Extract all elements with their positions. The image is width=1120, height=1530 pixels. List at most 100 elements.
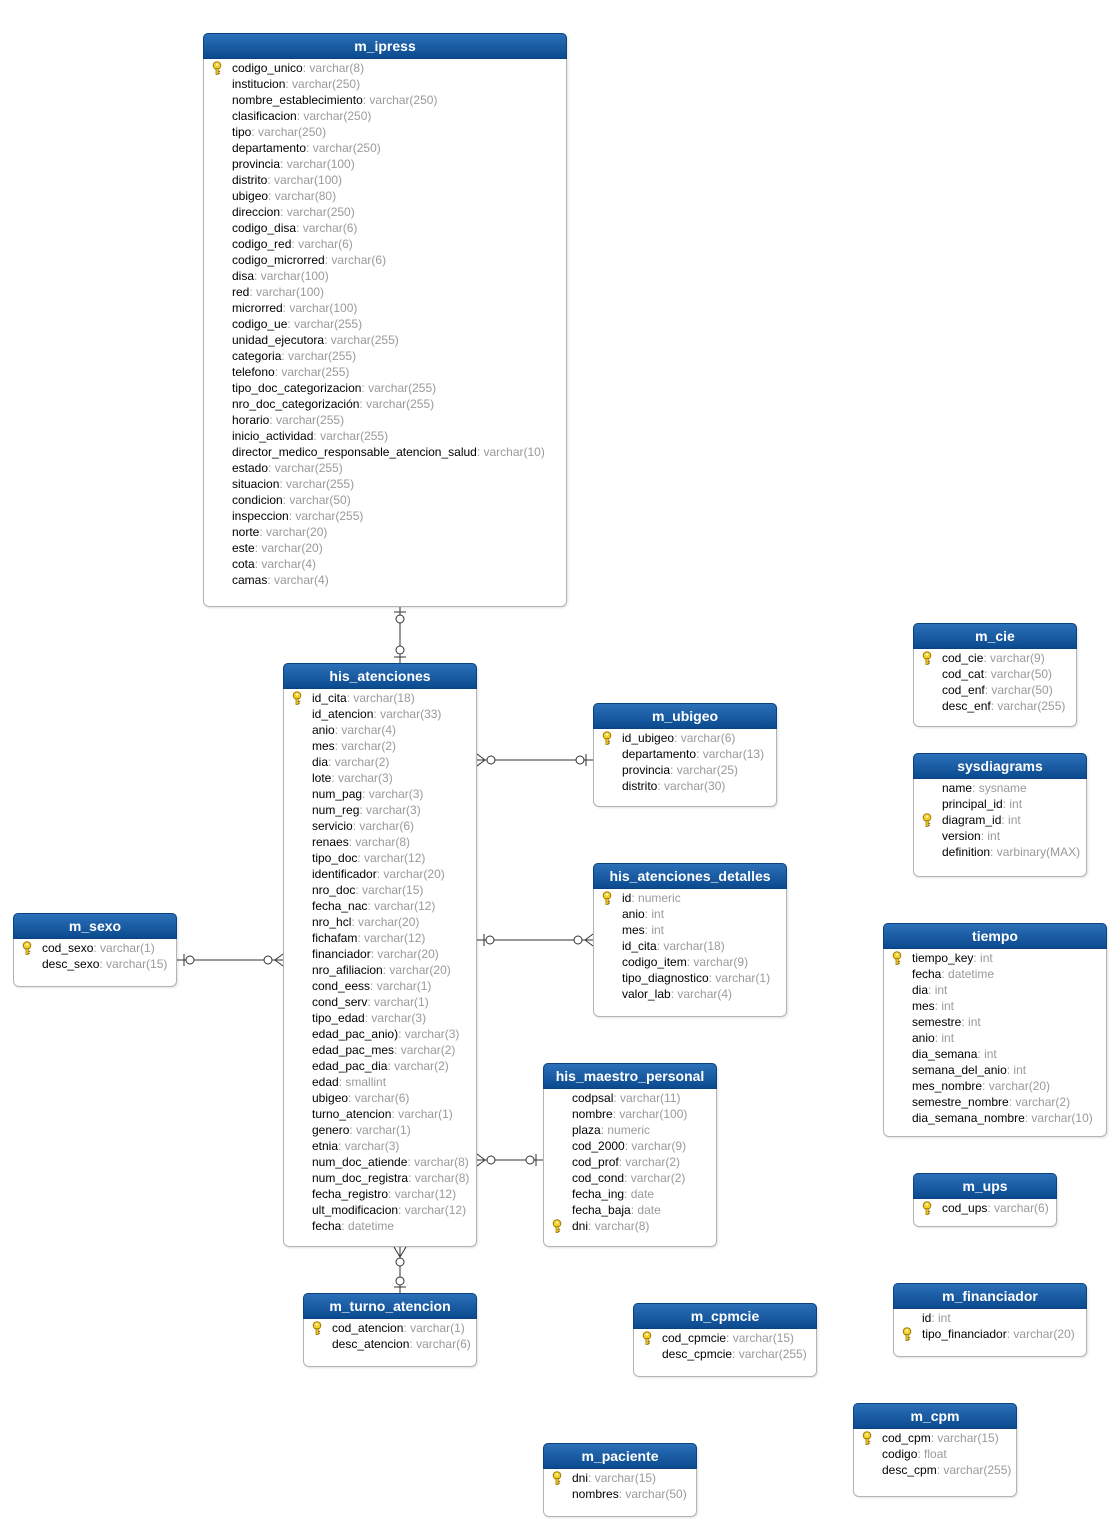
- column-row[interactable]: valor_lab: varchar(4): [594, 986, 786, 1002]
- column-row[interactable]: dia: varchar(2): [284, 754, 476, 770]
- column-row[interactable]: director_medico_responsable_atencion_sal…: [204, 444, 566, 460]
- column-row[interactable]: cond_eess: varchar(1): [284, 978, 476, 994]
- column-row[interactable]: fecha_baja: date: [544, 1202, 716, 1218]
- column-row[interactable]: cod_prof: varchar(2): [544, 1154, 716, 1170]
- column-row[interactable]: semestre_nombre: varchar(2): [884, 1094, 1106, 1110]
- table-title[interactable]: m_cie: [913, 623, 1077, 649]
- table-title[interactable]: m_ups: [913, 1173, 1057, 1199]
- column-row[interactable]: semana_del_anio: int: [884, 1062, 1106, 1078]
- column-row[interactable]: dia_semana_nombre: varchar(10): [884, 1110, 1106, 1126]
- column-row[interactable]: renaes: varchar(8): [284, 834, 476, 850]
- column-row[interactable]: codigo_ue: varchar(255): [204, 316, 566, 332]
- column-row[interactable]: cod_2000: varchar(9): [544, 1138, 716, 1154]
- column-row[interactable]: edad_pac_mes: varchar(2): [284, 1042, 476, 1058]
- column-row[interactable]: disa: varchar(100): [204, 268, 566, 284]
- column-row[interactable]: desc_cpm: varchar(255): [854, 1462, 1016, 1478]
- column-row[interactable]: departamento: varchar(13): [594, 746, 776, 762]
- column-row[interactable]: tipo_financiador: varchar(20): [894, 1326, 1086, 1342]
- column-row[interactable]: cod_sexo: varchar(1): [14, 940, 176, 956]
- column-row[interactable]: estado: varchar(255): [204, 460, 566, 476]
- column-row[interactable]: microrred: varchar(100): [204, 300, 566, 316]
- table-title[interactable]: his_maestro_personal: [543, 1063, 717, 1089]
- column-row[interactable]: desc_cpmcie: varchar(255): [634, 1346, 816, 1362]
- column-row[interactable]: distrito: varchar(30): [594, 778, 776, 794]
- table-title[interactable]: m_ipress: [203, 33, 567, 59]
- column-row[interactable]: codigo_red: varchar(6): [204, 236, 566, 252]
- column-row[interactable]: clasificacion: varchar(250): [204, 108, 566, 124]
- column-row[interactable]: name: sysname: [914, 780, 1086, 796]
- column-row[interactable]: fecha_ing: date: [544, 1186, 716, 1202]
- table-title[interactable]: m_cpm: [853, 1403, 1017, 1429]
- column-row[interactable]: provincia: varchar(25): [594, 762, 776, 778]
- column-row[interactable]: nro_hcl: varchar(20): [284, 914, 476, 930]
- column-row[interactable]: num_pag: varchar(3): [284, 786, 476, 802]
- table-title[interactable]: sysdiagrams: [913, 753, 1087, 779]
- column-row[interactable]: fecha_nac: varchar(12): [284, 898, 476, 914]
- column-row[interactable]: id_atencion: varchar(33): [284, 706, 476, 722]
- column-row[interactable]: codigo: float: [854, 1446, 1016, 1462]
- column-row[interactable]: inicio_actividad: varchar(255): [204, 428, 566, 444]
- column-row[interactable]: edad_pac_dia: varchar(2): [284, 1058, 476, 1074]
- column-row[interactable]: codigo_unico: varchar(8): [204, 60, 566, 76]
- column-row[interactable]: codigo_microrred: varchar(6): [204, 252, 566, 268]
- column-row[interactable]: distrito: varchar(100): [204, 172, 566, 188]
- table-title[interactable]: tiempo: [883, 923, 1107, 949]
- column-row[interactable]: departamento: varchar(250): [204, 140, 566, 156]
- column-row[interactable]: version: int: [914, 828, 1086, 844]
- column-row[interactable]: cota: varchar(4): [204, 556, 566, 572]
- column-row[interactable]: cod_cpm: varchar(15): [854, 1430, 1016, 1446]
- column-row[interactable]: ubigeo: varchar(80): [204, 188, 566, 204]
- table-title[interactable]: his_atenciones_detalles: [593, 863, 787, 889]
- column-row[interactable]: id_ubigeo: varchar(6): [594, 730, 776, 746]
- column-row[interactable]: desc_atencion: varchar(6): [304, 1336, 476, 1352]
- column-row[interactable]: unidad_ejecutora: varchar(255): [204, 332, 566, 348]
- table-title[interactable]: m_cpmcie: [633, 1303, 817, 1329]
- column-row[interactable]: anio: int: [884, 1030, 1106, 1046]
- column-row[interactable]: num_doc_atiende: varchar(8): [284, 1154, 476, 1170]
- column-row[interactable]: ubigeo: varchar(6): [284, 1090, 476, 1106]
- column-row[interactable]: condicion: varchar(50): [204, 492, 566, 508]
- column-row[interactable]: norte: varchar(20): [204, 524, 566, 540]
- column-row[interactable]: inspeccion: varchar(255): [204, 508, 566, 524]
- column-row[interactable]: tipo_doc: varchar(12): [284, 850, 476, 866]
- column-row[interactable]: plaza: numeric: [544, 1122, 716, 1138]
- column-row[interactable]: anio: varchar(4): [284, 722, 476, 738]
- column-row[interactable]: cod_ups: varchar(6): [914, 1200, 1056, 1216]
- column-row[interactable]: desc_enf: varchar(255): [914, 698, 1076, 714]
- column-row[interactable]: direccion: varchar(250): [204, 204, 566, 220]
- column-row[interactable]: horario: varchar(255): [204, 412, 566, 428]
- column-row[interactable]: red: varchar(100): [204, 284, 566, 300]
- column-row[interactable]: tipo_diagnostico: varchar(1): [594, 970, 786, 986]
- column-row[interactable]: num_reg: varchar(3): [284, 802, 476, 818]
- column-row[interactable]: nombre: varchar(100): [544, 1106, 716, 1122]
- column-row[interactable]: identificador: varchar(20): [284, 866, 476, 882]
- column-row[interactable]: cod_cie: varchar(9): [914, 650, 1076, 666]
- column-row[interactable]: genero: varchar(1): [284, 1122, 476, 1138]
- column-row[interactable]: financiador: varchar(20): [284, 946, 476, 962]
- table-title[interactable]: his_atenciones: [283, 663, 477, 689]
- column-row[interactable]: cod_cat: varchar(50): [914, 666, 1076, 682]
- column-row[interactable]: edad: smallint: [284, 1074, 476, 1090]
- column-row[interactable]: dni: varchar(15): [544, 1470, 696, 1486]
- table-title[interactable]: m_financiador: [893, 1283, 1087, 1309]
- column-row[interactable]: este: varchar(20): [204, 540, 566, 556]
- table-title[interactable]: m_paciente: [543, 1443, 697, 1469]
- column-row[interactable]: etnia: varchar(3): [284, 1138, 476, 1154]
- column-row[interactable]: principal_id: int: [914, 796, 1086, 812]
- column-row[interactable]: dia: int: [884, 982, 1106, 998]
- column-row[interactable]: cond_serv: varchar(1): [284, 994, 476, 1010]
- column-row[interactable]: codigo_item: varchar(9): [594, 954, 786, 970]
- column-row[interactable]: tipo: varchar(250): [204, 124, 566, 140]
- column-row[interactable]: num_doc_registra: varchar(8): [284, 1170, 476, 1186]
